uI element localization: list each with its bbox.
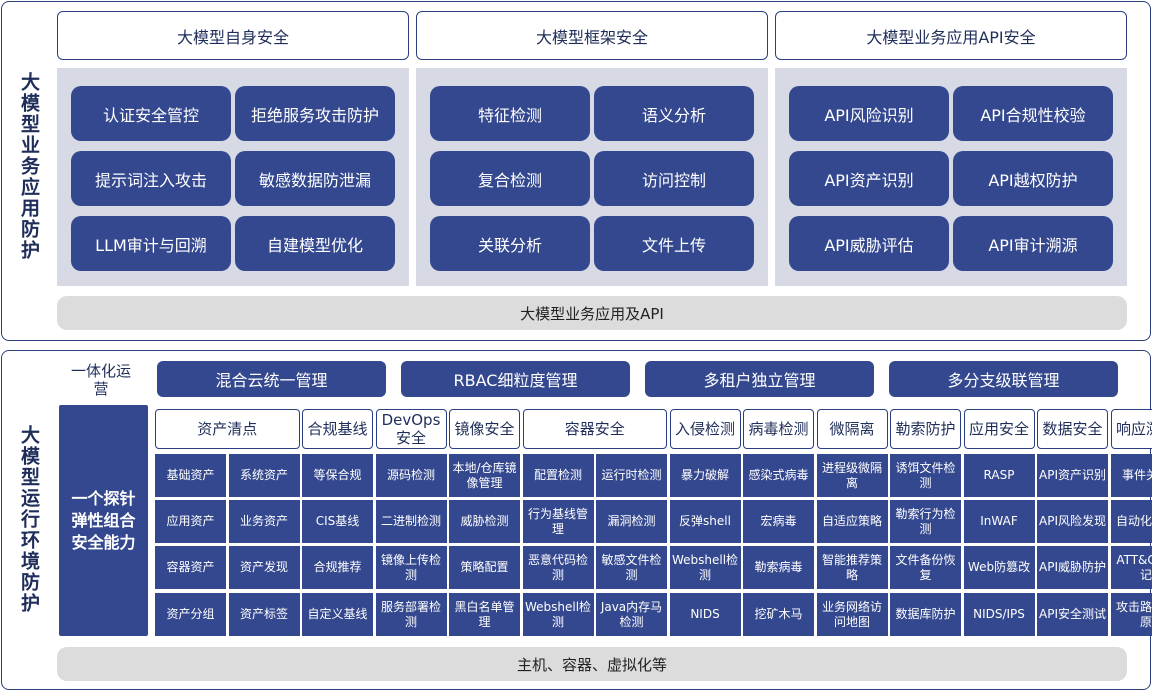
capability-cell: 应用资产 [155,500,226,543]
capability-cell: 二进制检测 [375,500,447,543]
management-button-2: 多租户独立管理 [645,361,874,397]
column-header-7: 微隔离 [816,409,888,449]
capability-cell: 宏病毒 [743,500,814,543]
column-header-4: 容器安全 [522,409,667,449]
capability-cell: 自定义基线 [302,593,373,636]
capability-cell: 镜像上传检测 [375,546,447,589]
capability-cell: 漏洞检测 [596,500,667,543]
feature-button: 自建模型优化 [235,216,395,271]
capability-cell: 威胁检测 [449,500,520,543]
column-header-9: 应用安全 [963,409,1035,449]
capability-block: 一个探针弹性组合安全能力 [59,405,148,636]
column-header-2: DevOps安全 [375,409,447,449]
column-header-3: 镜像安全 [449,409,520,449]
section-header-1: 大模型框架安全 [416,11,768,60]
feature-button: 关联分析 [430,216,590,271]
capability-cell: 源码检测 [375,454,447,497]
capability-cell: API威胁防护 [1037,546,1108,589]
management-button-1: RBAC细粒度管理 [401,361,630,397]
capability-cell: 系统资产 [228,454,300,497]
capability-cell: 暴力破解 [669,454,741,497]
column-header-0: 资产清点 [155,409,300,449]
capability-cell: 勒索病毒 [743,546,814,589]
management-button-3: 多分支级联管理 [889,361,1118,397]
capability-cell: 进程级微隔离 [816,454,888,497]
capability-cell: 本地/仓库镜像管理 [449,454,520,497]
feature-button: API威胁评估 [789,216,949,271]
capability-cell: 自动化处置 [1110,500,1152,543]
capability-cell: Web防篡改 [963,546,1035,589]
capability-cell: 数据库防护 [890,593,961,636]
feature-button: 访问控制 [594,151,754,206]
capability-cell: 资产分组 [155,593,226,636]
ops-label: 一体化运营 [70,362,131,398]
feature-button: 文件上传 [594,216,754,271]
capability-cell: 诱饵文件检测 [890,454,961,497]
top-base-bar: 大模型业务应用及API [57,296,1127,330]
capability-cell: 服务部署检测 [375,593,447,636]
feature-button: 认证安全管控 [71,86,231,141]
capability-cell: 攻击路径还原 [1110,593,1152,636]
capability-cell: 资产标签 [228,593,300,636]
feature-button: 语义分析 [594,86,754,141]
feature-button: 敏感数据防泄漏 [235,151,395,206]
feature-button: 复合检测 [430,151,590,206]
capability-cell: InWAF [963,500,1035,543]
capability-cell: NIDS/IPS [963,593,1035,636]
capability-cell: RASP [963,454,1035,497]
column-header-11: 响应溯源 [1110,409,1152,449]
capability-cell: NIDS [669,593,741,636]
feature-button: 特征检测 [430,86,590,141]
feature-button: API审计溯源 [953,216,1113,271]
bottom-base-bar: 主机、容器、虚拟化等 [57,647,1127,681]
feature-button: 拒绝服务攻击防护 [235,86,395,141]
column-header-10: 数据安全 [1037,409,1108,449]
capability-cell: ATT&CK标记 [1110,546,1152,589]
capability-cell: 业务网络访问地图 [816,593,888,636]
capability-cell: 合规推荐 [302,546,373,589]
capability-cell: 事件关联 [1110,454,1152,497]
capability-cell: 等保合规 [302,454,373,497]
section-header-2: 大模型业务应用API安全 [775,11,1127,60]
capability-cell: 业务资产 [228,500,300,543]
capability-cell: Webshell检测 [522,593,594,636]
column-header-8: 勒索防护 [890,409,961,449]
capability-cell: CIS基线 [302,500,373,543]
capability-cell: 容器资产 [155,546,226,589]
capability-cell: Webshell检测 [669,546,741,589]
column-header-6: 病毒检测 [743,409,814,449]
capability-cell: 感染式病毒 [743,454,814,497]
bottom-panel-title: 大模型运行环境防护 [18,425,40,614]
capability-cell: 配置检测 [522,454,594,497]
top-panel-title: 大模型业务应用防护 [18,72,40,261]
capability-cell: 敏感文件检测 [596,546,667,589]
feature-button: 提示词注入攻击 [71,151,231,206]
capability-cell: 恶意代码检测 [522,546,594,589]
capability-cell: 黑白名单管理 [449,593,520,636]
section-header-0: 大模型自身安全 [57,11,409,60]
capability-cell: 行为基线管理 [522,500,594,543]
capability-cell: 文件备份恢复 [890,546,961,589]
capability-cell: API风险发现 [1037,500,1108,543]
capability-cell: 智能推荐策略 [816,546,888,589]
column-header-1: 合规基线 [302,409,373,449]
feature-button: API风险识别 [789,86,949,141]
capability-cell: 运行时检测 [596,454,667,497]
feature-button: API合规性校验 [953,86,1113,141]
column-header-5: 入侵检测 [669,409,741,449]
capability-cell: 反弹shell [669,500,741,543]
capability-cell: 资产发现 [228,546,300,589]
management-button-0: 混合云统一管理 [157,361,386,397]
capability-cell: 挖矿木马 [743,593,814,636]
capability-cell: 自适应策略 [816,500,888,543]
feature-button: API越权防护 [953,151,1113,206]
capability-cell: API资产识别 [1037,454,1108,497]
capability-cell: 策略配置 [449,546,520,589]
capability-cell: 基础资产 [155,454,226,497]
capability-cell: 勒索行为检测 [890,500,961,543]
feature-button: API资产识别 [789,151,949,206]
capability-cell: Java内存马检测 [596,593,667,636]
capability-cell: API安全测试 [1037,593,1108,636]
feature-button: LLM审计与回溯 [71,216,231,271]
